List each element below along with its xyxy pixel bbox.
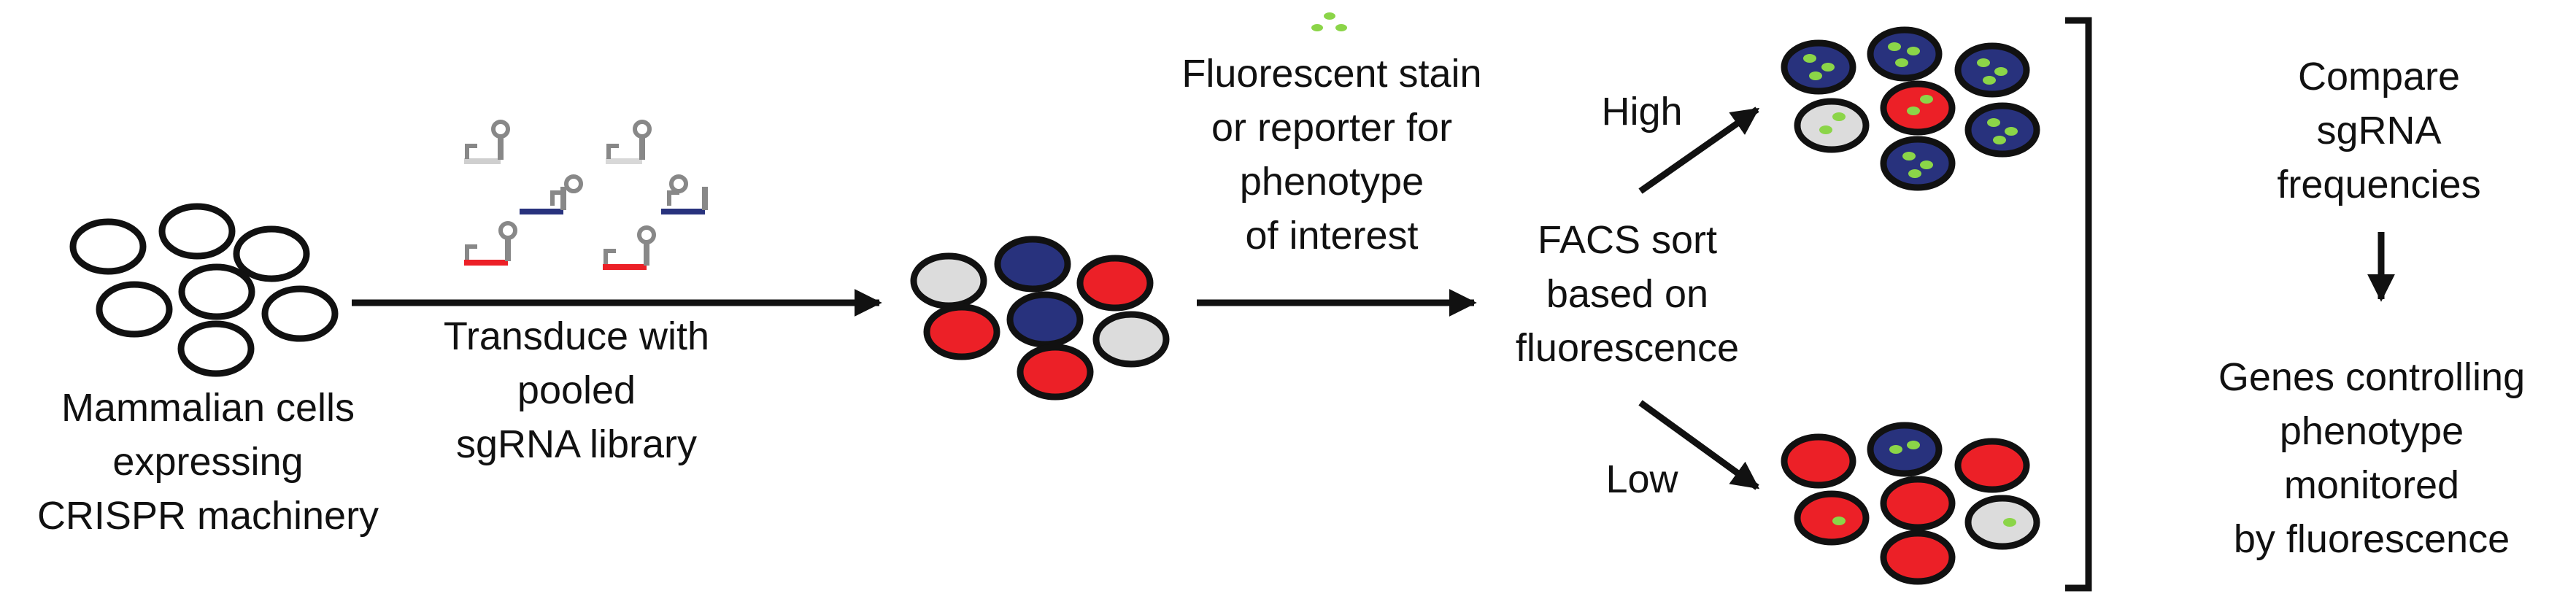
- cell: [177, 320, 255, 377]
- unlabeled-cell-cluster: [69, 203, 339, 377]
- transduce-label: Transduce with pooled sgRNA library: [443, 314, 710, 466]
- cell-red: [1076, 255, 1154, 312]
- cell: [178, 263, 255, 320]
- cell: [69, 218, 147, 275]
- sgrna-library-icon: [464, 120, 708, 270]
- cell-blue: [994, 236, 1071, 293]
- fluorescent-dots-icon: [1311, 12, 1347, 31]
- cell: [261, 285, 339, 342]
- bracket: [2065, 17, 2092, 592]
- facs-label: FACS sort based on fluorescence: [1515, 218, 1740, 370]
- cells-label: Mammalian cells expressing CRISPR machin…: [36, 386, 379, 538]
- high-cluster-green-stain: [1803, 42, 2018, 178]
- low-label: Low: [1605, 457, 1678, 501]
- cell: [158, 203, 236, 260]
- cell-grey: [910, 252, 987, 309]
- low-cluster-green-stain: [1832, 441, 2016, 527]
- genes-label: Genes controlling phenotype monitored by…: [2218, 355, 2526, 561]
- low-fluorescence-cell-cluster: [1781, 422, 2040, 585]
- arrow-high: [1638, 107, 1760, 194]
- cell-blue: [1006, 291, 1084, 348]
- compare-label: Compare sgRNA frequencies: [2277, 55, 2481, 206]
- transduced-cell-cluster: [910, 236, 1170, 401]
- high-label: High: [1601, 90, 1683, 134]
- cell-red: [1017, 344, 1094, 401]
- cell-red: [923, 303, 1000, 360]
- cell: [96, 281, 173, 338]
- cell: [233, 225, 310, 282]
- stain-label: Fluorescent stain or reporter for phenot…: [1181, 52, 1482, 258]
- arrow-low: [1638, 400, 1760, 490]
- cell-grey: [1092, 311, 1170, 368]
- high-fluorescence-cell-cluster: [1781, 26, 2040, 191]
